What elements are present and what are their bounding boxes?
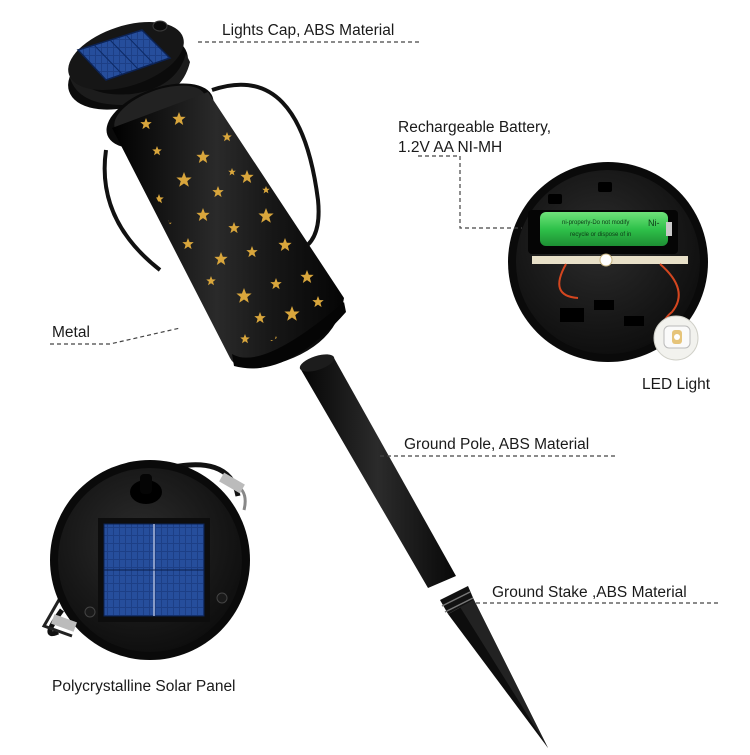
leader-metal — [50, 327, 181, 345]
solar-panel-label: Polycrystalline Solar Panel — [52, 678, 236, 695]
svg-text:recycle or dispose of in: recycle or dispose of in — [570, 232, 631, 238]
ground-stake-icon — [440, 586, 548, 748]
ground-pole-label: Ground Pole, ABS Material — [404, 436, 590, 453]
solar-panel-icon — [41, 460, 250, 660]
led-light-label: LED Light — [642, 376, 711, 393]
svg-text:ni-properly-Do not modify: ni-properly-Do not modify — [562, 220, 629, 226]
battery-label-line1: Rechargeable Battery, — [398, 119, 552, 136]
lights-cap-label: Lights Cap, ABS Material — [222, 22, 395, 39]
svg-text:Ni-: Ni- — [648, 218, 660, 228]
metal-label: Metal — [52, 324, 90, 341]
battery-closeup-icon: ni-properly-Do not modify recycle or dis… — [508, 162, 708, 362]
led-bulb-icon — [653, 315, 699, 361]
star-lantern-icon — [102, 82, 346, 369]
ground-pole-icon — [299, 354, 456, 588]
ground-stake-label: Ground Stake ,ABS Material — [492, 584, 687, 601]
leader-lines — [50, 41, 718, 604]
battery-label-line2: 1.2V AA NI-MH — [398, 139, 503, 156]
leader-battery — [418, 155, 522, 229]
